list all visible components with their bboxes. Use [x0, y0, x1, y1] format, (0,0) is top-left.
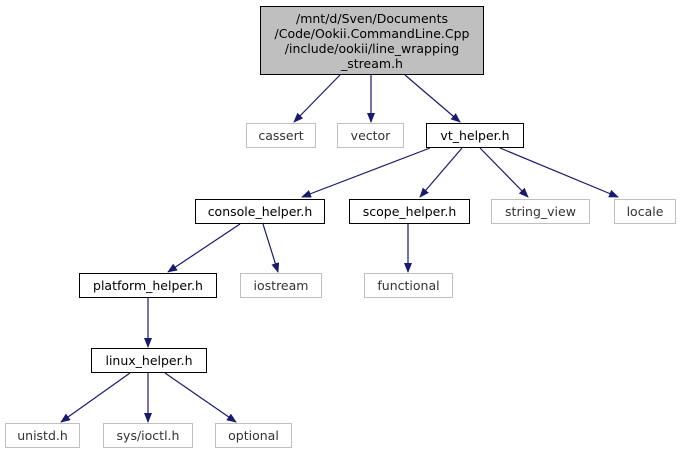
edge-linux-unistd — [60, 372, 131, 423]
node-sys-ioctl[interactable]: sys/ioctl.h — [103, 423, 193, 448]
node-optional[interactable]: optional — [215, 423, 292, 448]
edge-console-platform — [167, 223, 241, 273]
node-string-view[interactable]: string_view — [491, 199, 590, 224]
edge-vt-string-view — [479, 147, 529, 198]
root-line-3: /include/ookii/line_wrapping — [284, 40, 460, 56]
node-unistd[interactable]: unistd.h — [5, 423, 80, 448]
edge-console-iostream — [262, 223, 280, 273]
node-vt-helper[interactable]: vt_helper.h — [426, 123, 524, 148]
node-functional[interactable]: functional — [364, 273, 453, 298]
node-locale[interactable]: locale — [614, 199, 676, 224]
node-cassert[interactable]: cassert — [246, 123, 316, 148]
node-iostream[interactable]: iostream — [240, 273, 322, 298]
root-line-4: _stream.h — [341, 55, 403, 71]
root-header-node[interactable]: /mnt/d/Sven/Documents /Code/Ookii.Comman… — [260, 6, 484, 75]
edge-vt-scope — [419, 147, 463, 198]
edge-vt-console — [301, 147, 431, 198]
root-line-2: /Code/Ookii.CommandLine.Cpp — [274, 25, 470, 41]
root-line-1: /mnt/d/Sven/Documents — [296, 10, 448, 26]
node-linux-helper[interactable]: linux_helper.h — [91, 348, 207, 373]
edge-linux-optional — [164, 372, 237, 423]
node-scope-helper[interactable]: scope_helper.h — [349, 199, 470, 224]
node-vector[interactable]: vector — [337, 123, 404, 148]
edge-vt-locale — [499, 147, 619, 198]
node-console-helper[interactable]: console_helper.h — [195, 199, 325, 224]
node-platform-helper[interactable]: platform_helper.h — [79, 273, 217, 298]
edge-root-vt-helper — [404, 74, 461, 123]
edge-root-cassert — [293, 74, 341, 123]
